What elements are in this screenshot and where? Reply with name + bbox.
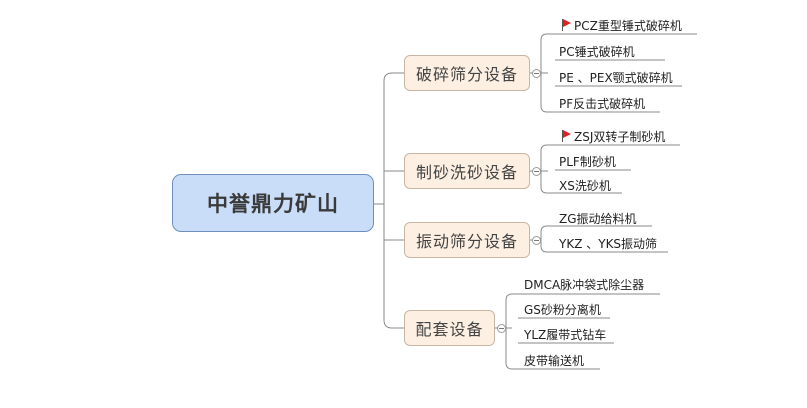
leaf-topic[interactable]: PC锤式破碎机 <box>559 45 635 59</box>
branch-auxiliary-equipment[interactable]: 配套设备 <box>404 310 495 346</box>
red-flag-icon <box>561 130 572 142</box>
leaf-topic[interactable]: PF反击式破碎机 <box>559 97 646 111</box>
leaf-topic[interactable]: PE 、PEX颚式破碎机 <box>559 71 673 85</box>
leaf-topic[interactable]: PLF制砂机 <box>559 155 616 169</box>
leaf-topic[interactable]: PCZ重型锤式破碎机 <box>561 17 682 34</box>
collapse-minus-icon[interactable] <box>532 236 541 245</box>
collapse-minus-icon[interactable] <box>532 167 541 176</box>
red-flag-icon <box>561 19 572 31</box>
leaf-topic[interactable]: GS砂粉分离机 <box>524 303 601 317</box>
root-topic[interactable]: 中誉鼎力矿山 <box>172 174 374 232</box>
branch-vibrating-screening[interactable]: 振动筛分设备 <box>404 222 530 258</box>
leaf-topic[interactable]: 皮带输送机 <box>524 354 585 368</box>
branch-crushing-screening[interactable]: 破碎筛分设备 <box>404 55 530 91</box>
leaf-topic[interactable]: ZSJ双转子制砂机 <box>561 128 665 145</box>
leaf-topic[interactable]: ZG振动给料机 <box>559 212 637 226</box>
leaf-topic[interactable]: YKZ 、YKS振动筛 <box>559 237 658 251</box>
collapse-minus-icon[interactable] <box>532 69 541 78</box>
leaf-topic[interactable]: DMCA脉冲袋式除尘器 <box>524 278 645 292</box>
leaf-topic[interactable]: XS洗砂机 <box>559 179 611 193</box>
collapse-minus-icon[interactable] <box>497 324 506 333</box>
branch-sand-making-washing[interactable]: 制砂洗砂设备 <box>404 153 530 189</box>
leaf-topic[interactable]: YLZ履带式钻车 <box>524 328 607 342</box>
